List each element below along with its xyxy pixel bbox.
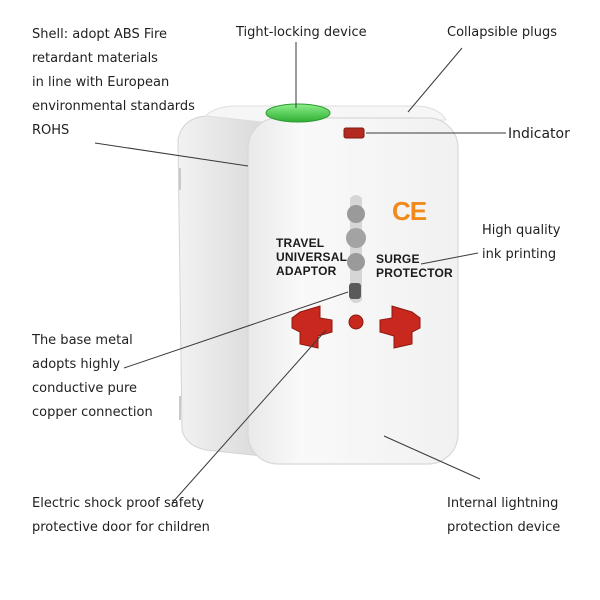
slot-pin	[349, 283, 361, 299]
callout-shock-proof: Electric shock proof safety protective d…	[32, 492, 210, 540]
pointer-base-metal	[123, 291, 349, 369]
callout-line: Indicator	[508, 126, 570, 142]
callout-line: copper connection	[32, 405, 153, 420]
marking-left: TRAVEL UNIVERSAL ADAPTOR	[276, 236, 347, 278]
marking-line: ADAPTOR	[276, 264, 337, 278]
locking-button	[265, 103, 331, 123]
callout-line: conductive pure	[32, 381, 138, 396]
marking-line: TRAVEL	[276, 236, 325, 250]
callout-printing: High quality ink printing	[482, 219, 560, 267]
slot-bulb	[347, 253, 365, 271]
socket-right	[379, 305, 421, 349]
pointer-lines	[94, 42, 506, 504]
callout-line: protective door for children	[32, 520, 210, 535]
callout-tight-locking: Tight-locking device	[236, 21, 367, 45]
socket-ground	[348, 314, 364, 330]
pointer-lightning	[383, 435, 481, 480]
callout-line: Internal lightning	[447, 496, 559, 511]
callout-line: Collapsible plugs	[447, 25, 557, 40]
callout-line: High quality	[482, 223, 561, 238]
callout-line: Shell: adopt ABS Fire	[32, 27, 168, 42]
callout-base-metal: The base metal adopts highly conductive …	[32, 329, 153, 425]
indicator-light	[343, 127, 365, 139]
callout-lightning: Internal lightning protection device	[447, 492, 560, 540]
callout-line: environmental standards	[32, 99, 195, 114]
marking-line: PROTECTOR	[376, 266, 453, 280]
pointer-shock-proof	[171, 329, 327, 504]
pointer-printing	[420, 252, 479, 265]
ce-mark: CE	[392, 196, 427, 226]
callout-line: in line with European	[32, 75, 170, 90]
callout-indicator: Indicator	[508, 122, 570, 146]
callout-line: protection device	[447, 520, 561, 535]
pointer-collapsible	[407, 47, 463, 113]
callout-line: Tight-locking device	[236, 25, 367, 40]
slot-bulb	[347, 205, 365, 223]
callout-line: ink printing	[482, 247, 557, 262]
callout-line: adopts highly	[32, 357, 121, 372]
callout-collapsible: Collapsible plugs	[447, 21, 557, 45]
callout-shell: Shell: adopt ABS Fire retardant material…	[32, 23, 195, 143]
slot-bulb	[346, 228, 366, 248]
marking-line: SURGE	[376, 252, 420, 266]
marking-right: SURGE PROTECTOR	[376, 252, 453, 280]
socket-left	[291, 305, 333, 349]
callout-line: retardant materials	[32, 51, 158, 66]
callout-line: The base metal	[32, 333, 133, 348]
pointer-shell	[94, 142, 249, 167]
callout-line: Electric shock proof safety	[32, 496, 205, 511]
callout-line: ROHS	[32, 123, 70, 138]
marking-line: UNIVERSAL	[276, 250, 348, 264]
